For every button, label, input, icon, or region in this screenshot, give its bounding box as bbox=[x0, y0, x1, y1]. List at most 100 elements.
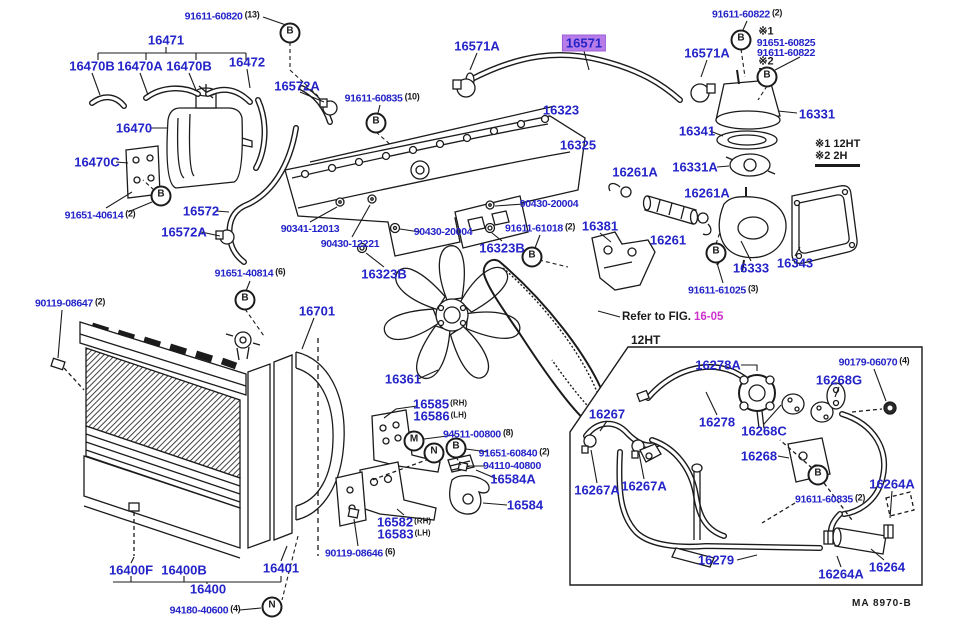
label-text: 90119-08646 bbox=[324, 547, 383, 560]
part-label-9034112013-6[interactable]: 90341-12013 bbox=[281, 223, 340, 235]
label-text: 94511-00800 bbox=[442, 428, 501, 441]
part-label-16261A-40[interactable]: 16261A bbox=[684, 186, 730, 201]
part-label-16331A-38[interactable]: 16331A bbox=[672, 160, 718, 175]
part-label-16584-52[interactable]: 16584 bbox=[507, 498, 543, 513]
label-text: 16400B bbox=[161, 562, 207, 578]
part-label-16267A-66[interactable]: 16267A bbox=[574, 483, 620, 498]
label-text: 16325 bbox=[559, 137, 597, 153]
part-label-16472-25[interactable]: 16472 bbox=[229, 55, 265, 70]
part-label-9011908646-17[interactable]: 90119-08646(6) bbox=[325, 547, 395, 560]
part-label-16361-48[interactable]: 16361 bbox=[385, 372, 421, 387]
part-label-16267A-67[interactable]: 16267A bbox=[621, 479, 667, 494]
label-text: 94180-40600 bbox=[169, 604, 229, 617]
part-label-16278A-59[interactable]: 16278A bbox=[695, 358, 741, 373]
part-label-16400F-55[interactable]: 16400F bbox=[109, 563, 153, 578]
part-label-16583-54[interactable]: 16583(LH) bbox=[377, 527, 430, 542]
label-text: 91651-60825 bbox=[756, 37, 816, 49]
note-line-2: ※2 2H bbox=[815, 150, 848, 162]
label-text: 16279 bbox=[697, 552, 735, 568]
part-label-16400B-56[interactable]: 16400B bbox=[161, 563, 207, 578]
part-label-9165160825-3[interactable]: 91651-60825 bbox=[757, 37, 816, 49]
leader-lines bbox=[57, 16, 893, 611]
label-text: 16571 bbox=[565, 35, 603, 51]
part-label-16343-43[interactable]: 16343 bbox=[777, 256, 813, 271]
part-label-16470-32[interactable]: 16470 bbox=[116, 121, 152, 136]
part-label-16400-58[interactable]: 16400 bbox=[190, 582, 226, 597]
fastener-symbol-B-2: B bbox=[730, 29, 752, 51]
part-label-9451100800-14[interactable]: 94511-00800(8) bbox=[443, 428, 513, 441]
fastener-symbol-B-5: B bbox=[234, 289, 256, 311]
part-label-16268-64[interactable]: 16268 bbox=[741, 449, 777, 464]
label-text: 16584A bbox=[490, 471, 536, 487]
part-label-16323B-45[interactable]: 16323B bbox=[479, 241, 525, 256]
label-text: 91651-40814 bbox=[214, 267, 274, 280]
part-label-9043020004-9[interactable]: 90430-20004 bbox=[520, 198, 579, 210]
part-label-9161160835-1[interactable]: 91611-60835(10) bbox=[345, 92, 420, 105]
part-label-9161160835-20[interactable]: 91611-60835(2) bbox=[795, 493, 865, 506]
part-label-16401-57[interactable]: 16401 bbox=[263, 561, 299, 576]
part-label-16586-50[interactable]: 16586(LH) bbox=[413, 409, 466, 424]
part-label-16264A-65[interactable]: 16264A bbox=[869, 477, 915, 492]
part-label-9165160840-15[interactable]: 91651-60840(2) bbox=[479, 447, 550, 460]
part-label-9161160822-2[interactable]: 91611-60822(2) bbox=[712, 8, 782, 21]
label-text: 90341-12013 bbox=[280, 223, 340, 235]
part-label-16470B-22[interactable]: 16470B bbox=[69, 59, 115, 74]
part-label-16582-53[interactable]: 16582(RH) bbox=[377, 515, 431, 530]
part-label-16264A-69[interactable]: 16264A bbox=[818, 567, 864, 582]
part-label-16470B-24[interactable]: 16470B bbox=[166, 59, 212, 74]
part-label-9161160822-4[interactable]: 91611-60822 bbox=[757, 47, 815, 59]
part-label-16323B-44[interactable]: 16323B bbox=[361, 267, 407, 282]
note-mark-※1-71: ※1 bbox=[758, 25, 773, 38]
part-label-16470C-33[interactable]: 16470C bbox=[74, 155, 120, 170]
part-label-16261A-39[interactable]: 16261A bbox=[612, 165, 658, 180]
part-label-16323-36[interactable]: 16323 bbox=[543, 103, 579, 118]
part-label-9161161018-10[interactable]: 91611-61018(2) bbox=[505, 222, 575, 235]
label-text: 16470B bbox=[166, 58, 212, 74]
part-label-16585-49[interactable]: 16585(RH) bbox=[413, 397, 467, 412]
part-label-9161160820-0[interactable]: 91611-60820(13) bbox=[185, 10, 260, 23]
part-label-16471-21[interactable]: 16471 bbox=[148, 33, 184, 48]
part-label-9017906070-19[interactable]: 90179-06070(4) bbox=[839, 356, 910, 369]
label-text: 90179-06070 bbox=[838, 356, 898, 369]
label-text: 16472 bbox=[228, 54, 266, 70]
part-label-16341-31[interactable]: 16341 bbox=[679, 124, 715, 139]
part-label-9165140814-12[interactable]: 91651-40814(6) bbox=[215, 267, 286, 280]
part-label-9161161025-11[interactable]: 91611-61025(3) bbox=[688, 284, 758, 297]
label-text: 90430-12221 bbox=[320, 238, 380, 250]
label-text: 16470B bbox=[69, 58, 115, 74]
part-label-16261-41[interactable]: 16261 bbox=[650, 233, 686, 248]
part-label-16572-34[interactable]: 16572 bbox=[183, 204, 219, 219]
part-label-16278-62[interactable]: 16278 bbox=[699, 415, 735, 430]
label-text: 91611-60835 bbox=[794, 493, 853, 506]
part-label-16571-28[interactable]: 16571 bbox=[562, 35, 606, 51]
label-text: 94110-40800 bbox=[482, 460, 542, 472]
part-label-9043012221-7[interactable]: 90430-12221 bbox=[321, 238, 380, 250]
part-label-16268G-60[interactable]: 16268G bbox=[816, 373, 862, 388]
part-label-16701-47[interactable]: 16701 bbox=[299, 304, 335, 319]
quantity-badge: (2) bbox=[854, 492, 866, 503]
part-label-9411040800-16[interactable]: 94110-40800 bbox=[483, 460, 541, 472]
part-label-16279-68[interactable]: 16279 bbox=[698, 553, 734, 568]
part-label-16572A-35[interactable]: 16572A bbox=[161, 225, 207, 240]
figure-link[interactable]: 16-05 bbox=[694, 311, 724, 323]
part-label-16268C-63[interactable]: 16268C bbox=[741, 424, 787, 439]
label-text: 16331 bbox=[798, 106, 836, 122]
part-label-16571A-27[interactable]: 16571A bbox=[454, 39, 500, 54]
part-label-9165140614-5[interactable]: 91651-40614(2) bbox=[65, 209, 136, 222]
part-label-16331-30[interactable]: 16331 bbox=[799, 107, 835, 122]
part-label-9043020004-8[interactable]: 90430-20004 bbox=[414, 226, 473, 238]
part-label-16333-42[interactable]: 16333 bbox=[733, 261, 769, 276]
part-label-16571A-29[interactable]: 16571A bbox=[684, 46, 730, 61]
part-label-16325-37[interactable]: 16325 bbox=[560, 138, 596, 153]
part-label-16572A-26[interactable]: 16572A bbox=[274, 79, 320, 94]
part-label-16584A-51[interactable]: 16584A bbox=[490, 472, 536, 487]
part-label-16267-61[interactable]: 16267 bbox=[589, 407, 625, 422]
part-label-16264-70[interactable]: 16264 bbox=[869, 560, 905, 575]
quantity-badge: (4) bbox=[899, 355, 910, 366]
label-text: 16264A bbox=[818, 566, 864, 582]
part-label-9418040600-18[interactable]: 94180-40600(4) bbox=[170, 604, 241, 617]
part-label-9011908647-13[interactable]: 90119-08647(2) bbox=[35, 297, 105, 310]
part-label-16470A-23[interactable]: 16470A bbox=[117, 59, 163, 74]
part-label-16381-46[interactable]: 16381 bbox=[582, 219, 618, 234]
